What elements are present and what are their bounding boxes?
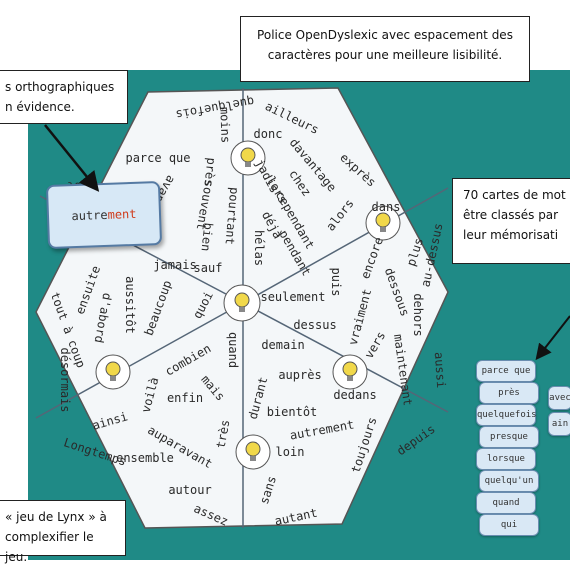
board-word: bientôt xyxy=(266,405,318,419)
board-word: auprès xyxy=(278,368,322,382)
callout-cards: 70 cartes de mot être classés par leur m… xyxy=(452,178,570,264)
lightbulb-icon xyxy=(230,140,266,176)
word-card[interactable]: quelqu'un xyxy=(479,470,539,492)
lightbulb-icon xyxy=(223,284,261,322)
board-word: donc xyxy=(253,127,283,141)
word-card[interactable]: près xyxy=(479,382,539,404)
board-word: ensemble xyxy=(116,451,174,465)
board-word: parce que xyxy=(125,151,191,165)
board-word: sauf xyxy=(193,261,223,275)
arrow-to-stack xyxy=(535,315,570,361)
board-word: dans xyxy=(371,200,401,214)
word-card[interactable]: presque xyxy=(479,426,539,448)
lightbulb-icon xyxy=(365,205,401,241)
word-card[interactable]: quelquefois xyxy=(476,404,537,426)
board-word: jamais xyxy=(153,258,197,272)
word-card[interactable]: lorsque xyxy=(476,448,536,470)
word-card[interactable]: qui xyxy=(479,514,539,536)
word-card[interactable]: quand xyxy=(476,492,536,514)
board-word: seulement xyxy=(260,290,326,304)
callout-game: « jeu de Lynx » à complexifier le jeu. xyxy=(0,500,126,564)
arrow-to-card xyxy=(44,124,100,192)
word-card[interactable]: ain xyxy=(548,412,570,436)
board-word: demain xyxy=(261,338,305,352)
lightbulb-icon xyxy=(332,354,368,390)
callout-spelling: s orthographiques n évidence. xyxy=(0,70,128,124)
board-word: enfin xyxy=(166,391,204,405)
board-word: dedans xyxy=(333,388,377,402)
divider-line xyxy=(242,187,449,304)
board-word: autour xyxy=(168,483,212,497)
lightbulb-icon xyxy=(95,354,131,390)
word-card[interactable]: avec xyxy=(548,386,570,410)
board-word: dessus xyxy=(293,318,337,332)
callout-font: Police OpenDyslexic avec espacement des … xyxy=(240,16,530,82)
word-card[interactable]: parce que xyxy=(476,360,536,382)
divider-line xyxy=(35,302,244,419)
board-word: loin xyxy=(275,445,305,459)
lightbulb-icon xyxy=(235,434,271,470)
